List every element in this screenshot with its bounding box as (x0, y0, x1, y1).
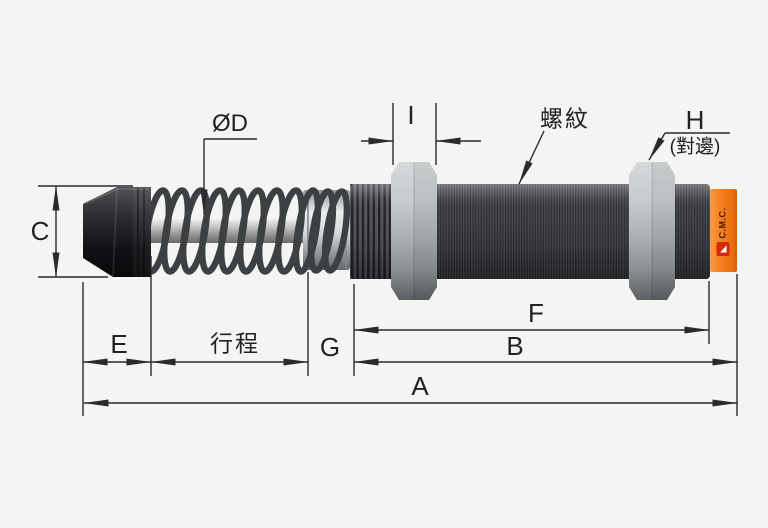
threaded-body (350, 184, 710, 279)
dimension-lines (38, 103, 738, 416)
dim-label-diameter: ØD (212, 110, 248, 137)
orange-end-cap (710, 189, 737, 272)
dim-label-h: H (685, 105, 705, 135)
dim-label-i: I (407, 100, 415, 130)
brand-text: C.M.C. (717, 207, 728, 239)
dim-label-thread: 螺紋 (540, 105, 590, 132)
hex-nut-front (391, 162, 437, 300)
hex-nut-rear (629, 162, 675, 300)
dim-label-h-note: (對邊) (669, 136, 721, 158)
rubber-impact-cap (83, 187, 151, 277)
dim-label-stroke: 行程 (210, 330, 260, 357)
dim-label-e: E (110, 329, 128, 359)
dim-label-f: F (528, 298, 544, 328)
dim-label-a: A (411, 371, 429, 401)
brand-logo-icon (716, 242, 730, 256)
dim-label-c: C (30, 216, 50, 246)
dim-label-g: G (319, 332, 341, 362)
dim-label-b: B (506, 331, 524, 361)
